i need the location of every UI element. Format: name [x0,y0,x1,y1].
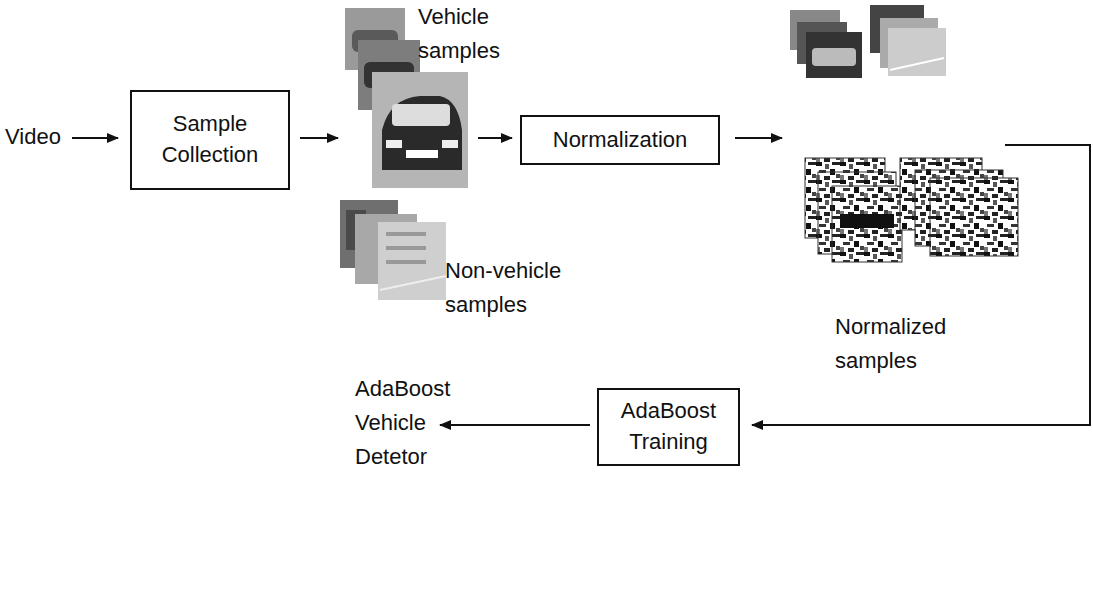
box-text: AdaBoost Training [607,396,730,458]
box-text: Sample Collection [140,109,280,171]
box-text: Normalization [553,125,688,156]
diagram-label: Vehicle samples [418,0,518,68]
diagram-label: AdaBoost Vehicle Detetor [355,372,465,474]
diagram-label: Video [5,120,75,154]
non-vehicle-samples [340,200,446,300]
process-box: Sample Collection [130,90,290,190]
normalized-samples [790,5,1018,262]
vehicle-samples [345,8,468,188]
process-box: AdaBoost Training [597,388,740,466]
diagram-label: Non-vehicle samples [445,254,585,322]
process-box: Normalization [520,115,720,165]
diagram-label: Normalized samples [835,310,965,378]
